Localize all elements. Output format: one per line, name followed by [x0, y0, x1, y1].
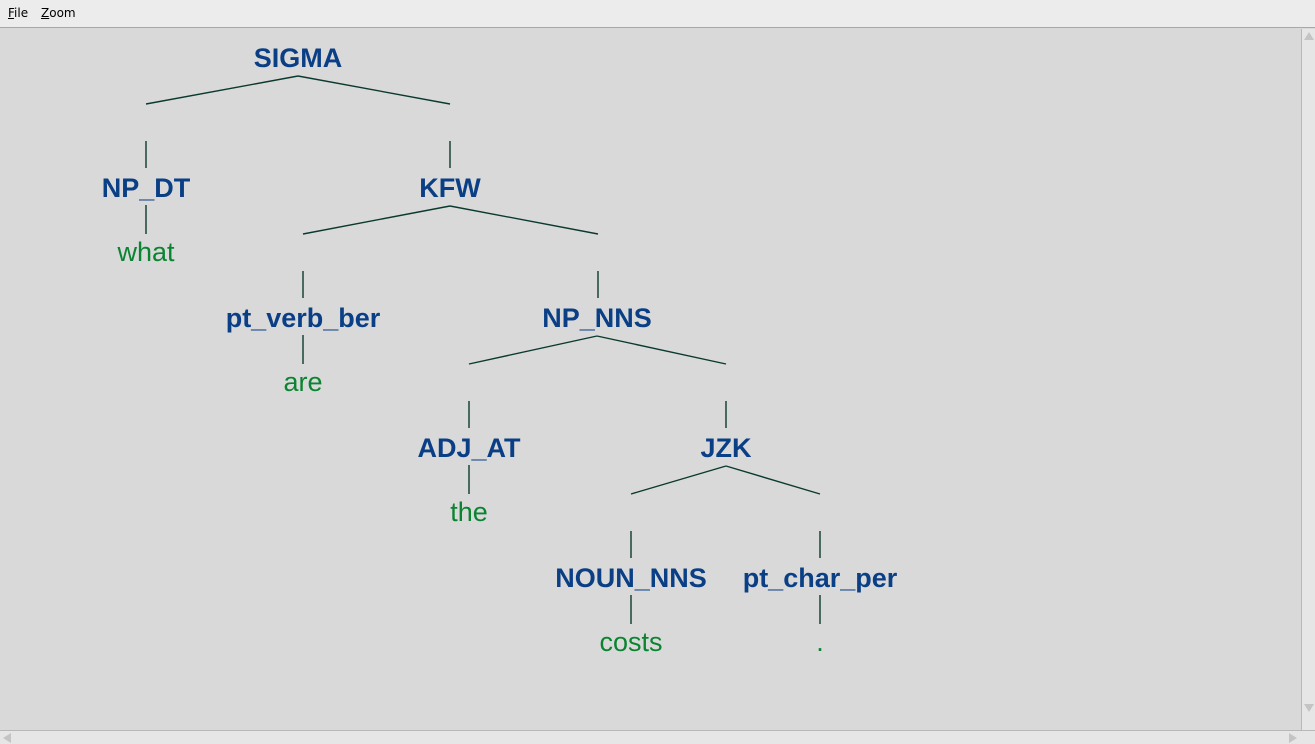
tree-canvas: SIGMA NP_DT what KFW pt_verb_ber are NP_… — [0, 29, 1301, 730]
scroll-up-arrow-icon[interactable] — [1304, 32, 1314, 40]
horizontal-scrollbar[interactable] — [0, 730, 1315, 744]
tree-edge — [145, 75, 299, 105]
tree-edge — [725, 465, 821, 495]
menu-zoom[interactable]: Zoom — [41, 6, 76, 20]
tree-edge — [302, 205, 451, 235]
menu-file[interactable]: File — [8, 6, 29, 20]
tree-node-np-dt[interactable]: NP_DT — [102, 173, 191, 203]
menu-bar: File Zoom — [0, 0, 1315, 28]
scroll-down-arrow-icon[interactable] — [1304, 704, 1314, 712]
tree-edge — [468, 335, 598, 365]
tree-leaf-costs[interactable]: costs — [599, 627, 662, 657]
tree-node-pt-char-per[interactable]: pt_char_per — [743, 563, 898, 593]
tree-node-jzk[interactable]: JZK — [700, 433, 752, 463]
scroll-right-arrow-icon[interactable] — [1289, 733, 1297, 743]
parse-tree: SIGMA NP_DT what KFW pt_verb_ber are NP_… — [102, 43, 898, 657]
tree-edge — [630, 465, 727, 495]
tree-node-adj-at[interactable]: ADJ_AT — [417, 433, 521, 463]
tree-node-np-nns[interactable]: NP_NNS — [542, 303, 652, 333]
tree-node-pt-verb-ber[interactable]: pt_verb_ber — [226, 303, 381, 333]
tree-edge — [449, 205, 599, 235]
tree-node-noun-nns[interactable]: NOUN_NNS — [555, 563, 707, 593]
tree-edge — [297, 75, 451, 105]
tree-node-kfw[interactable]: KFW — [419, 173, 481, 203]
scroll-left-arrow-icon[interactable] — [3, 733, 11, 743]
tree-edge — [596, 335, 727, 365]
vertical-scrollbar[interactable] — [1301, 29, 1315, 730]
tree-leaf-period[interactable]: . — [816, 627, 824, 657]
tree-leaf-what[interactable]: what — [116, 237, 175, 267]
tree-node-sigma[interactable]: SIGMA — [254, 43, 343, 73]
tree-leaf-are[interactable]: are — [283, 367, 322, 397]
tree-leaf-the[interactable]: the — [450, 497, 488, 527]
